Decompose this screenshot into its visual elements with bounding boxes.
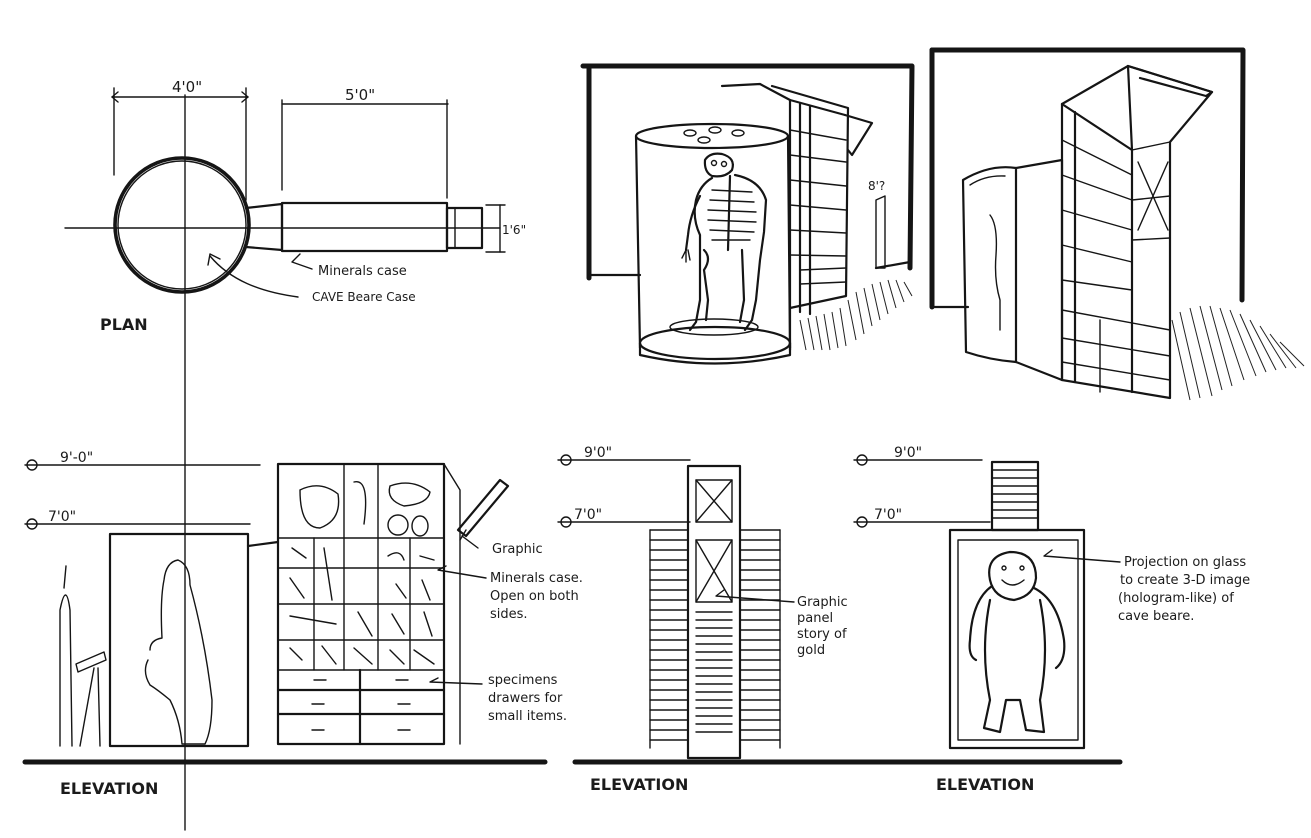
level-9-left: 9'-0": [60, 450, 93, 466]
note-minerals-3: sides.: [490, 607, 528, 622]
elevation-middle-title: ELEVATION: [590, 775, 688, 794]
note-specimens-2: drawers for: [488, 691, 563, 706]
plan-view: 4'0" 5'0" 1'6" Minerals case CAVE Beare …: [64, 78, 526, 831]
level-9-right: 9'0": [894, 445, 922, 461]
note-projection-4: cave beare.: [1118, 609, 1194, 624]
hologram-case-elevation: [948, 528, 1086, 750]
elevation-right: 9'0" 7'0" Projection on glass to create …: [853, 445, 1250, 794]
bear-case-elevation: [108, 532, 250, 748]
note-projection-3: (hologram-like) of: [1118, 591, 1234, 606]
note-panel-2: panel: [797, 611, 833, 626]
label-minerals-case: Minerals case: [318, 264, 407, 279]
skeleton-figure: [681, 152, 768, 332]
note-panel-3: story of: [797, 627, 847, 642]
elevation-middle: 9'0" 7'0" Graphic panel story of gold EL…: [557, 445, 1123, 794]
note-graphic: Graphic: [492, 542, 543, 557]
elevation-right-title: ELEVATION: [936, 775, 1034, 794]
level-7-mid: 7'0": [574, 507, 602, 523]
level-9-mid: 9'0": [584, 445, 612, 461]
note-minerals-1: Minerals case.: [490, 571, 583, 586]
level-7-right: 7'0": [874, 507, 902, 523]
dim-depth: 1'6": [502, 223, 526, 237]
label-cave-bear-case: CAVE Beare Case: [312, 290, 416, 304]
perspective-sketch-cabinet: [929, 47, 1305, 401]
note-projection-1: Projection on glass: [1124, 555, 1246, 570]
perspective-sketch-skeleton: 8'?: [580, 63, 915, 365]
note-panel-1: Graphic: [797, 595, 848, 610]
dim-circle: 4'0": [172, 78, 202, 96]
perspective-note: 8'?: [868, 179, 885, 193]
plan-title: PLAN: [100, 315, 148, 334]
note-projection-2: to create 3-D image: [1120, 573, 1250, 588]
cave-bear-case-plan: [113, 156, 251, 294]
note-specimens-3: small items.: [488, 709, 567, 724]
note-minerals-2: Open on both: [490, 589, 579, 604]
graphic-panel-tower: [686, 464, 742, 760]
elevation-left: 9'-0" 7'0" Graphic Minerals case. Open: [22, 450, 583, 798]
minerals-case-plan: [280, 201, 449, 253]
cave-bear-figure: [968, 550, 1066, 734]
elevation-left-title: ELEVATION: [60, 779, 158, 798]
level-7-left: 7'0": [48, 509, 76, 525]
note-specimens-1: specimens: [488, 673, 558, 688]
note-panel-4: gold: [797, 643, 825, 658]
dim-case: 5'0": [345, 86, 375, 104]
